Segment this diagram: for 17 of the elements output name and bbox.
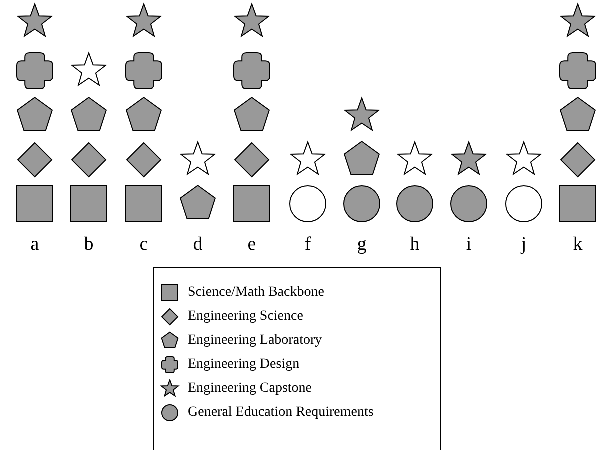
column-letter: c xyxy=(138,234,150,256)
column-letter: a xyxy=(30,234,40,256)
column-letter: d xyxy=(192,234,204,256)
legend-label: Engineering Capstone xyxy=(188,380,312,397)
column-letter: e xyxy=(246,234,258,256)
column-letter: b xyxy=(83,234,95,256)
column-letter: k xyxy=(572,234,584,256)
legend-label: Engineering Science xyxy=(188,308,304,325)
column-letter: f xyxy=(304,234,312,256)
legend-label: Engineering Laboratory xyxy=(188,332,322,349)
column-letter: i xyxy=(465,234,473,256)
column-letter: j xyxy=(520,234,528,256)
legend-label: Engineering Design xyxy=(188,356,300,373)
column-letter: h xyxy=(409,234,421,256)
legend-label: General Education Requirements xyxy=(188,404,374,421)
legend-label: Science/Math Backbone xyxy=(188,284,324,301)
column-letter: g xyxy=(356,234,368,256)
